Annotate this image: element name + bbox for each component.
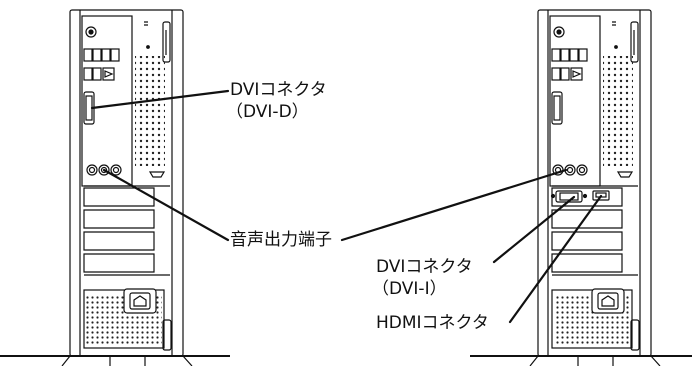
- dvi-d-connector-label: DVIコネクタ: [230, 80, 327, 100]
- dvi-i-type-label: （DVI-I）: [372, 279, 447, 299]
- dvi-d-type-label: （DVI-D）: [226, 102, 309, 122]
- leader-dvi-d: [90, 89, 230, 110]
- left-pc-rear: [0, 9, 230, 367]
- leader-audio-right: [340, 168, 568, 242]
- hdmi-connector-label: HDMIコネクタ: [376, 313, 489, 333]
- leader-audio-left: [102, 168, 230, 242]
- audio-output-label: 音声出力端子: [230, 230, 332, 250]
- leader-hdmi: [508, 194, 603, 324]
- right-pc-rear: [470, 9, 692, 367]
- leader-lines: [90, 89, 603, 324]
- dvi-i-connector-label: DVIコネクタ: [376, 257, 473, 277]
- leader-dvi-i: [492, 195, 576, 264]
